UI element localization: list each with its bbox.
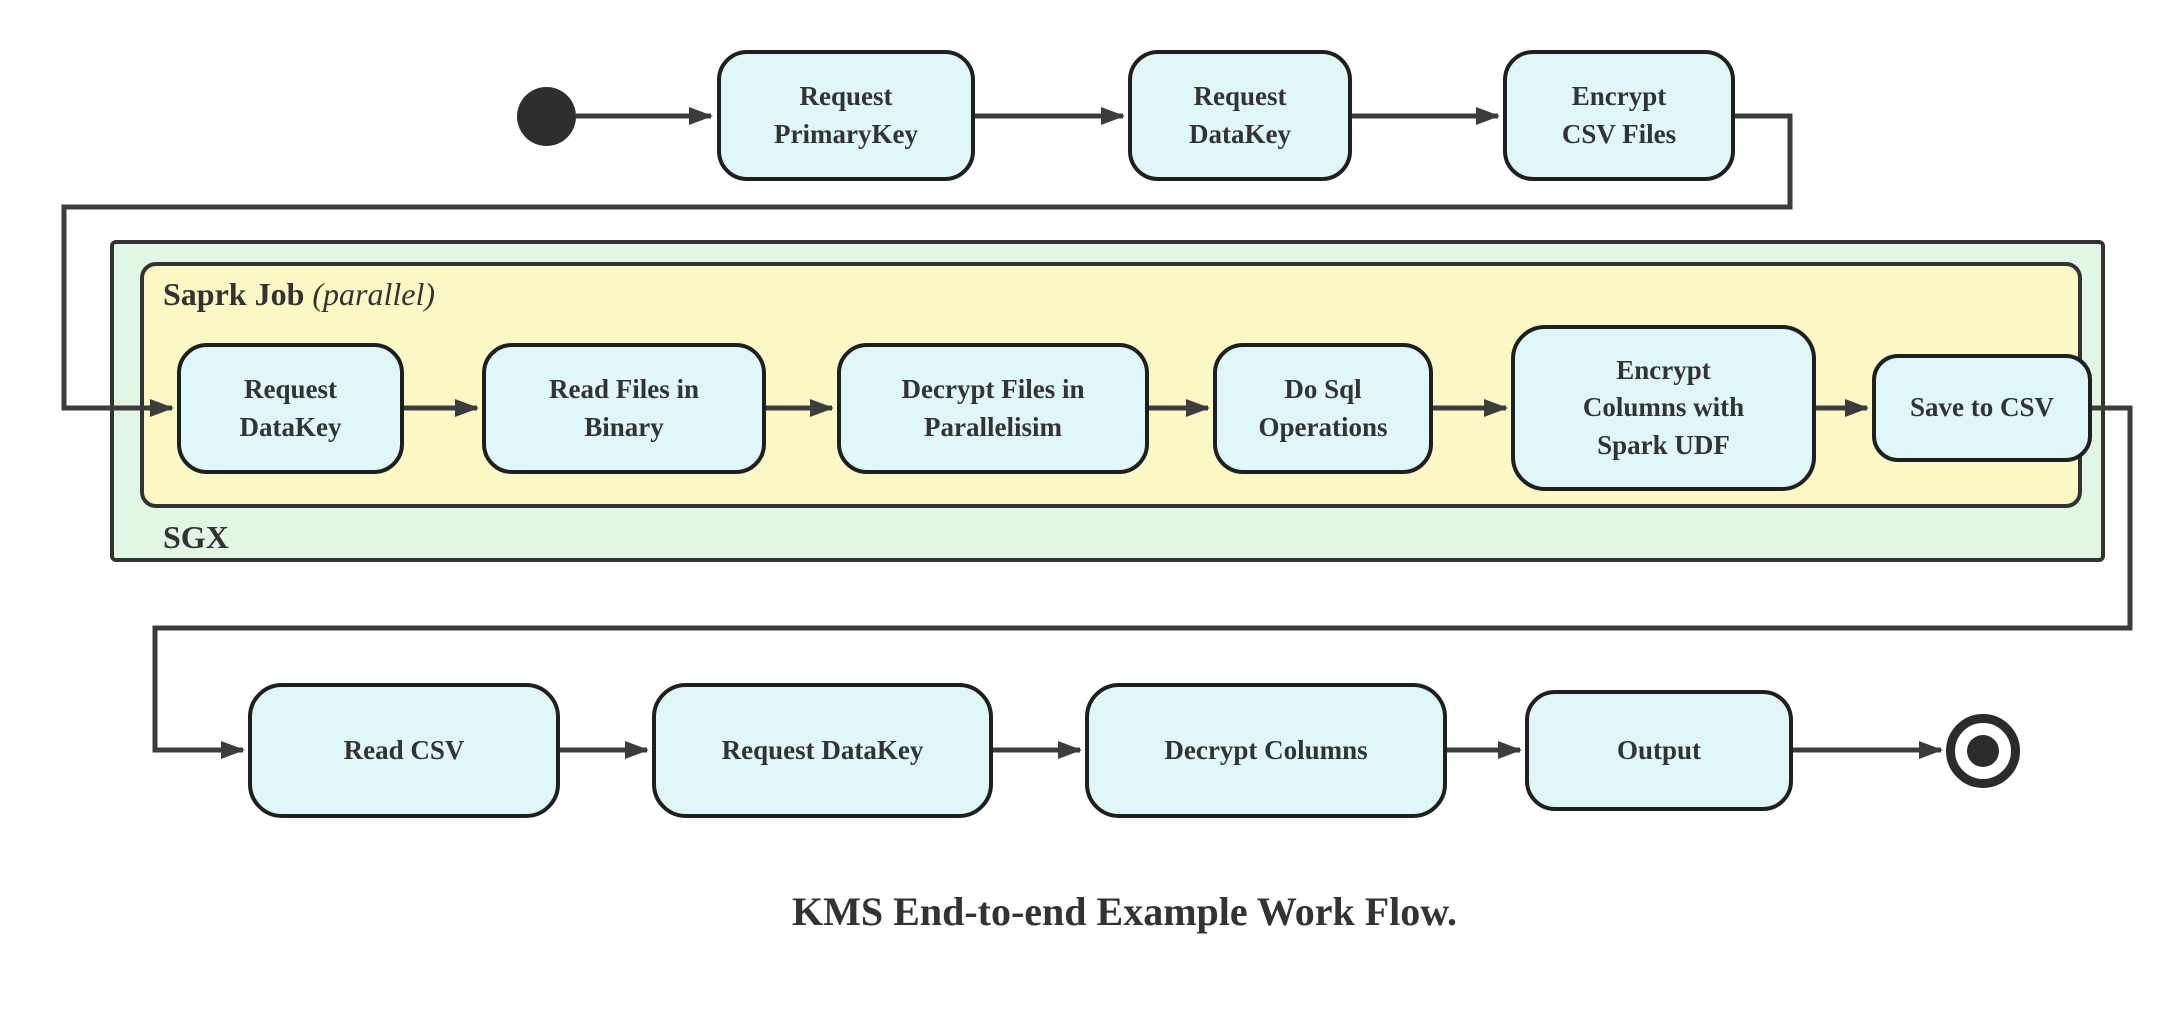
node-request-primarykey: Request PrimaryKey bbox=[717, 50, 975, 181]
node-request-datakey-spark: Request DataKey bbox=[177, 343, 404, 474]
connector-save-to-csv-to-read-csv bbox=[152, 405, 2133, 759]
node-read-files-in-binary: Read Files in Binary bbox=[482, 343, 766, 474]
end-node-inner-dot bbox=[1967, 735, 1999, 767]
node-decrypt-columns: Decrypt Columns bbox=[1085, 683, 1447, 818]
start-node-icon bbox=[517, 87, 576, 146]
node-request-datakey-bottom: Request DataKey bbox=[652, 683, 993, 818]
end-node-icon bbox=[1946, 714, 2020, 788]
node-request-datakey-top: Request DataKey bbox=[1128, 50, 1352, 181]
sgx-label: SGX bbox=[163, 519, 229, 555]
node-encrypt-columns-with-spark-udf: Encrypt Columns with Spark UDF bbox=[1511, 325, 1816, 491]
node-save-to-csv: Save to CSV bbox=[1872, 354, 2092, 462]
spark-job-label-note: (parallel) bbox=[312, 276, 436, 312]
spark-job-label: Saprk Job (parallel) bbox=[163, 278, 435, 310]
node-do-sql-operations: Do Sql Operations bbox=[1213, 343, 1433, 474]
node-encrypt-csv-files: Encrypt CSV Files bbox=[1503, 50, 1735, 181]
node-output: Output bbox=[1525, 690, 1793, 811]
connector-encrypt-csv-to-sgx-request-datakey bbox=[61, 113, 1793, 417]
node-read-csv: Read CSV bbox=[248, 683, 560, 818]
diagram-caption: KMS End-to-end Example Work Flow. bbox=[792, 889, 1457, 934]
spark-job-label-bold: Saprk Job bbox=[163, 276, 305, 312]
node-decrypt-files-in-parallelisim: Decrypt Files in Parallelisim bbox=[837, 343, 1149, 474]
